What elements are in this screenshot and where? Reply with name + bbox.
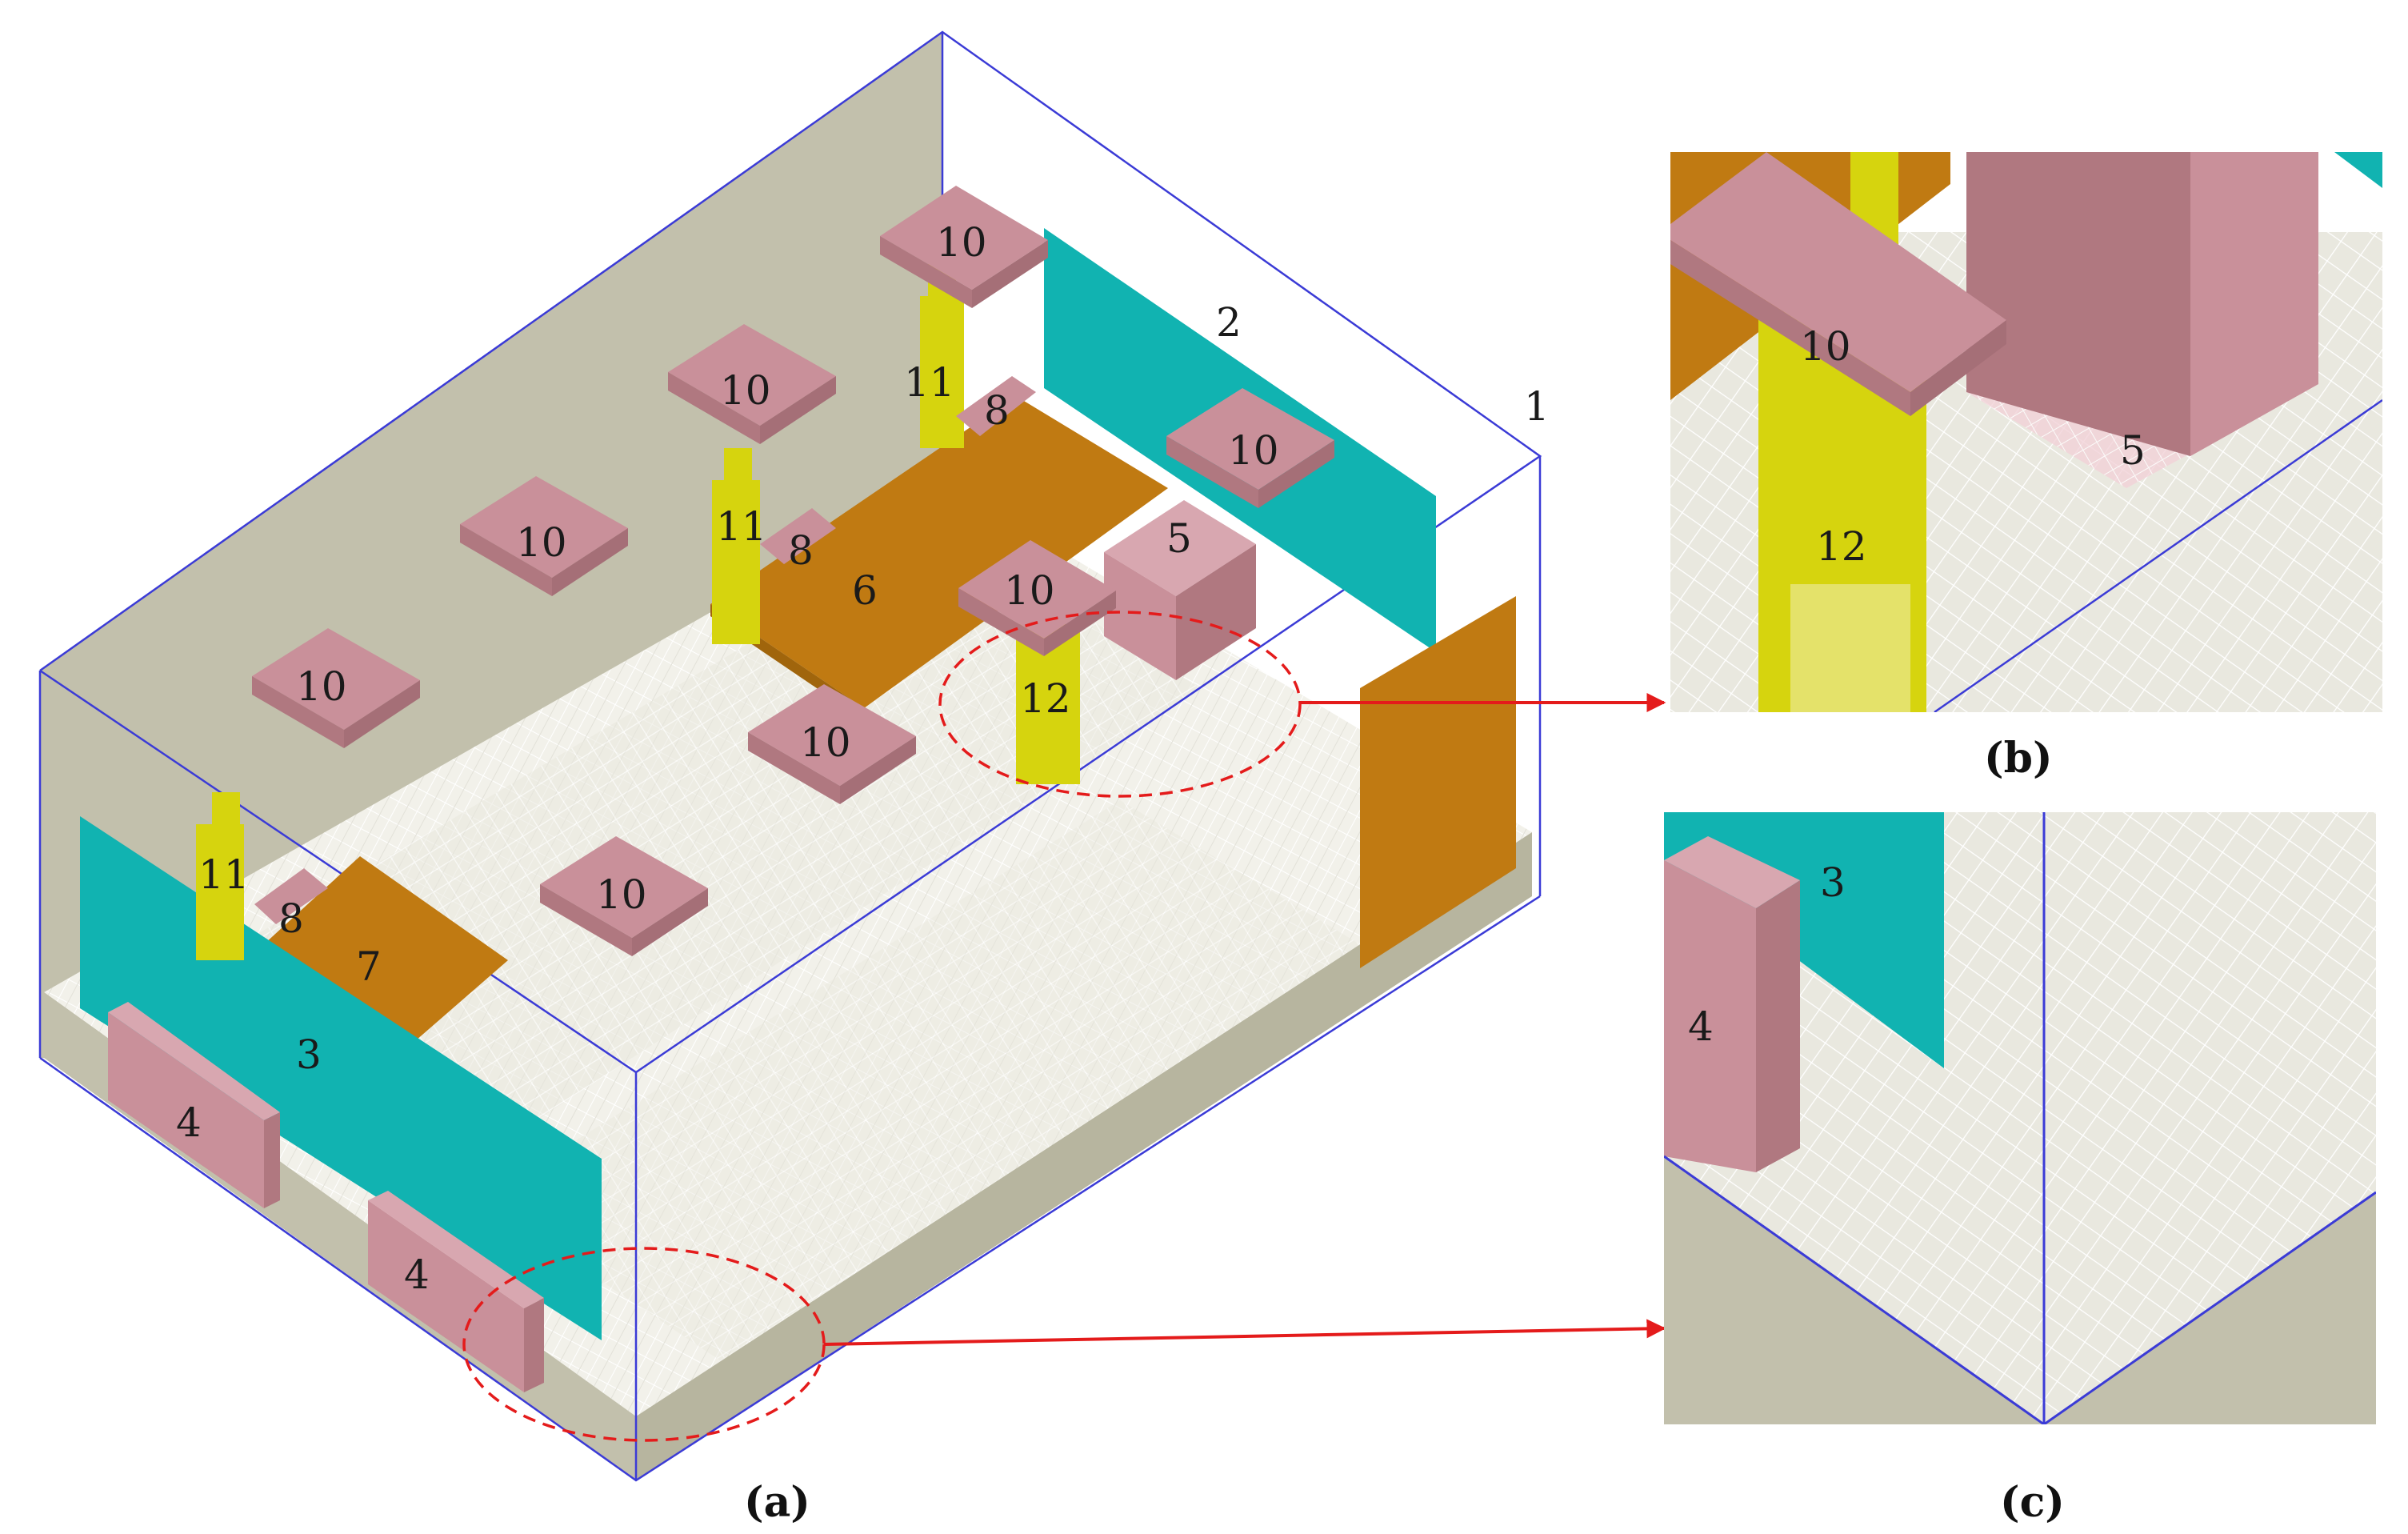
panel-label-b: (b) [1984, 734, 2053, 783]
label-11c: 11 [198, 851, 250, 898]
label-10-1: 10 [936, 219, 987, 266]
lamp-10-7 [748, 684, 916, 804]
floor-band-2 [480, 800, 1360, 1360]
label-b-5: 5 [2120, 427, 2146, 474]
label-10-2: 10 [720, 367, 771, 414]
label-10-7: 10 [800, 719, 851, 766]
laptop-8b [760, 508, 836, 564]
label-5: 5 [1166, 515, 1192, 562]
label-10-5: 10 [1004, 567, 1055, 614]
label-b-10: 10 [1800, 323, 1851, 370]
label-10-4: 10 [516, 519, 567, 566]
label-8b: 8 [788, 527, 814, 574]
lamp-10-8 [540, 836, 708, 956]
speaker-4b [368, 1191, 544, 1392]
cabinet-5 [1104, 500, 1256, 680]
lamp-10-2 [668, 324, 836, 444]
label-12: 12 [1020, 675, 1071, 722]
door-panel [1360, 596, 1516, 968]
table-7 [264, 856, 508, 1040]
speaker-4a [108, 1002, 280, 1208]
label-b-12: 12 [1816, 523, 1867, 570]
label-8a: 8 [984, 387, 1010, 434]
panel-a-room-model: 1 2 3 4 4 5 6 7 8 8 8 10 10 10 10 10 10 … [38, 30, 1550, 1527]
person-11b [712, 448, 760, 644]
panel-label-c: (c) [2000, 1478, 2065, 1527]
label-c-3: 3 [1820, 859, 1846, 906]
label-8c: 8 [278, 895, 304, 942]
label-11b: 11 [716, 503, 767, 550]
laptop-8c [254, 868, 328, 924]
label-1: 1 [1524, 383, 1550, 430]
label-10-6: 10 [296, 663, 347, 710]
panel-c-zoom: 3 4 (c) [1664, 812, 2376, 1527]
person-11c [196, 792, 244, 960]
table-6 [710, 396, 1168, 708]
label-7: 7 [356, 943, 382, 990]
label-10-3: 10 [1228, 427, 1279, 474]
lamp-10-6 [252, 628, 420, 748]
lamp-10-3 [1166, 388, 1334, 508]
lamp-10-4 [460, 476, 628, 596]
label-2: 2 [1216, 299, 1242, 346]
laptop-8a [956, 376, 1036, 436]
lamp-10-1 [880, 186, 1048, 308]
label-10-8: 10 [596, 871, 647, 918]
panel-label-a: (a) [744, 1478, 810, 1527]
floor-edge-right [636, 832, 1532, 1480]
arrow-to-c [823, 1319, 1666, 1346]
label-6: 6 [852, 567, 878, 614]
label-11a: 11 [904, 359, 955, 406]
label-4a: 4 [176, 1099, 202, 1146]
label-3: 3 [296, 1031, 322, 1078]
panel-b-zoom: 10 5 12 (b) [1670, 152, 2382, 783]
label-4b: 4 [404, 1252, 430, 1298]
label-c-4: 4 [1688, 1003, 1714, 1050]
